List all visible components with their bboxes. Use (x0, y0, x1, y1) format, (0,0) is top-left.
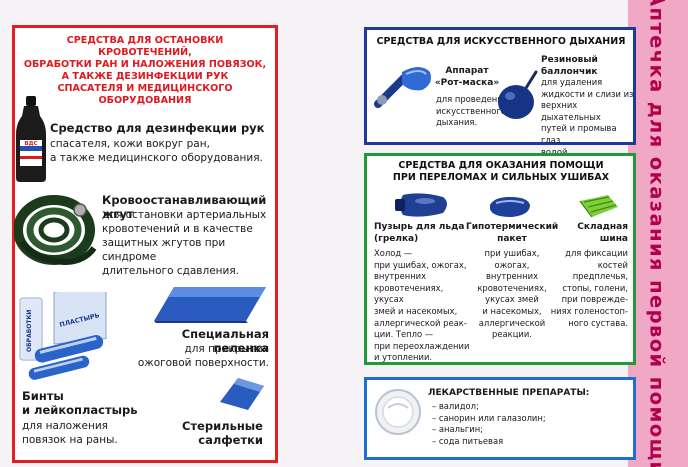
medicine-item: – анальгин; (432, 424, 484, 435)
ice-bag-icon (395, 193, 447, 217)
ice-bag-description: Холод — при ушибах, ожогах, внутренних к… (374, 248, 470, 363)
bulb-title: Резиновый баллончик (541, 55, 598, 77)
bandage-rolls-icon: ОБРАБОТКИ ПЛАСТЫРЬ (19, 292, 107, 380)
splint-description: для фиксации костей предплечья, стопы, г… (550, 248, 628, 328)
sterile-napkin-icon (220, 378, 264, 410)
fracture-header: СРЕДСТВА ДЛЯ ОКАЗАНИЯ ПОМОЩИ ПРИ ПЕРЕЛОМ… (392, 160, 610, 183)
hand-sanitizer-bottle-icon: ВДС (16, 96, 46, 182)
sheet-description: для прикрытия ожоговой поверхности. (137, 343, 269, 369)
disinfectant-description: спасателя, кожи вокруг ран, а также меди… (50, 138, 263, 164)
left-panel-header: СРЕДСТВА ДЛЯ ОСТАНОВКИ КРОВОТЕЧЕНИЙ, ОБР… (23, 35, 267, 106)
hypothermic-description: при ушибах, ожогах, внутренних кровотече… (477, 248, 547, 340)
rubber-bulb-icon (498, 70, 538, 119)
medicine-header: ЛЕКАРСТВЕННЫЕ ПРЕПАРАТЫ: (428, 388, 590, 398)
splint-title: Складная шина (577, 222, 628, 244)
tourniquet-title: Кровоостанавливающий жгут (102, 193, 267, 221)
medicine-list: – валидол; – санорин или галазолин; – ан… (432, 401, 630, 447)
hypothermic-title: Гипотермический пакет (466, 222, 559, 244)
fracture-box (364, 153, 636, 365)
bulb-description: для удаления жидкости и слизи из верхних… (541, 77, 634, 157)
bottle-label: ВДС (24, 141, 37, 147)
hypothermic-pack-icon (490, 197, 530, 217)
bandage-label: ОБРАБОТКИ (26, 310, 33, 352)
medicine-item: – сода питьевая (432, 435, 504, 446)
mouth-mask-icon (374, 67, 431, 108)
medicine-item: – валидол; (432, 401, 479, 411)
mask-title: Аппарат «Рот-маска» (434, 66, 500, 88)
folding-splint-icon (579, 195, 618, 218)
mask-description: для проведения искусственного дыхания. (436, 94, 508, 128)
vertical-title: Аптечка для оказания первой помощи (645, 0, 669, 467)
burn-sheet-icon (154, 287, 266, 323)
pill-icon (375, 389, 421, 435)
bandages-description: для наложения повязок на раны. (22, 420, 118, 446)
tourniquet-icon (14, 195, 97, 266)
right-strip (628, 0, 688, 467)
sheet-title: Специальная пеленка (181, 327, 269, 355)
disinfectant-title: Средство для дезинфекции рук (50, 121, 265, 135)
medicine-item: – санорин или галазолин; (432, 412, 546, 423)
bandages-title: Бинты и лейкопластырь (22, 389, 138, 417)
tourniquet-description: для остановки артериальных кровотечений … (102, 209, 267, 277)
ice-bag-title: Пузырь для льда (грелка) (374, 222, 465, 244)
napkins-title: Стерильные салфетки (181, 419, 263, 447)
breathing-header: СРЕДСТВА ДЛЯ ИСКУССТВЕННОГО ДЫХАНИЯ (376, 36, 626, 47)
